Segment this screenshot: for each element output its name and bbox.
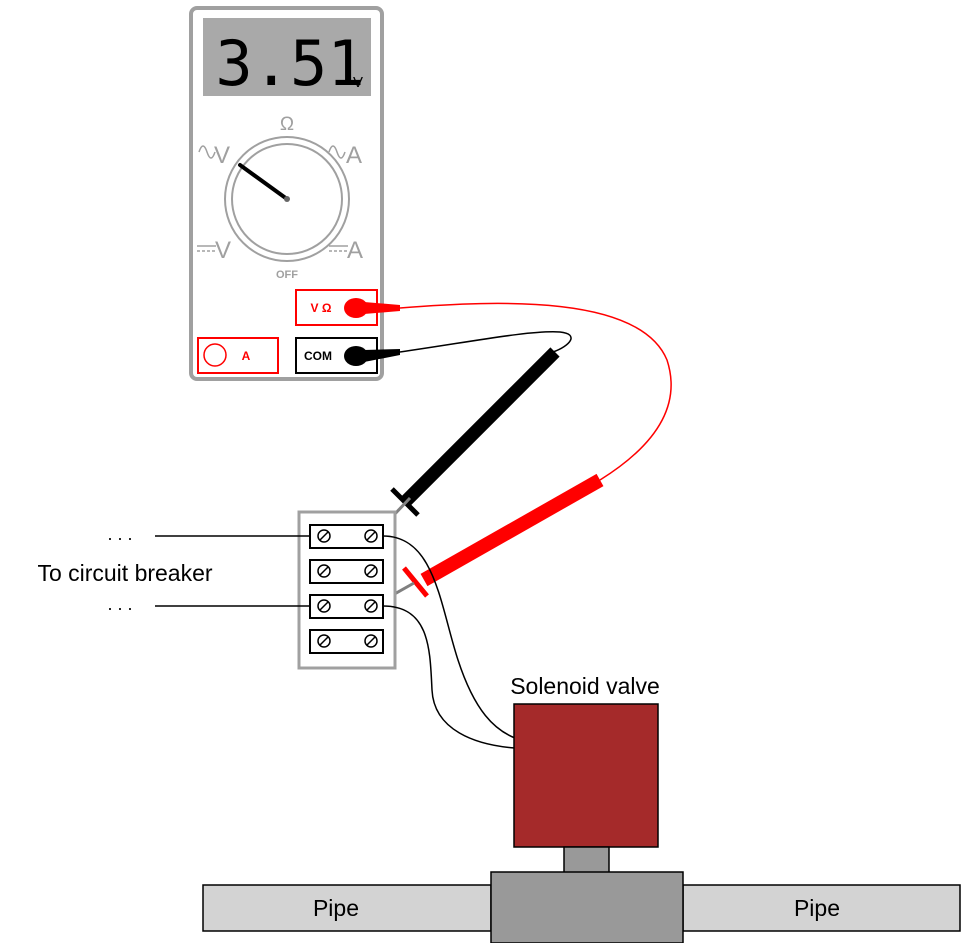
ac-wave-icon — [328, 145, 346, 159]
wire-solenoid-2 — [382, 605, 516, 749]
terminal-row-4 — [309, 629, 384, 654]
black-banana-plug — [344, 346, 368, 366]
dial-ohm-label: Ω — [280, 114, 294, 135]
com-jack-label: COM — [304, 349, 332, 363]
dots-top: . . . — [107, 524, 132, 544]
red-banana-plug — [344, 298, 368, 318]
amps-jack-socket — [203, 343, 227, 367]
dots-bottom: . . . — [107, 594, 132, 614]
circuit-breaker-label: To circuit breaker — [37, 560, 212, 586]
terminal-row-3 — [309, 594, 384, 619]
dial-off-label: OFF — [276, 269, 298, 281]
terminal-row-2 — [309, 559, 384, 584]
multimeter: 3.51 V Ω V A V A OFF V Ω COM A — [189, 6, 384, 381]
valve-body — [490, 871, 684, 943]
display-unit: V — [353, 74, 363, 91]
pipe-left-label: Pipe — [313, 895, 359, 921]
dial-ac-amps: A — [346, 142, 362, 169]
red-probe-guard — [402, 566, 429, 598]
volt-ohm-jack-label: V Ω — [311, 301, 332, 315]
terminal-block — [297, 510, 397, 670]
selector-dial[interactable] — [224, 136, 350, 262]
ac-wave-icon — [198, 145, 216, 159]
dial-pointer — [238, 163, 289, 201]
black-probe-handle — [400, 347, 560, 507]
display-value: 3.51 — [215, 27, 364, 100]
terminal-row-1 — [309, 524, 384, 549]
pipe-right-label: Pipe — [794, 895, 840, 921]
solenoid-coil — [513, 703, 659, 848]
meter-display — [203, 18, 371, 96]
dial-dc-amps: A — [347, 237, 363, 264]
pipe-left — [202, 884, 492, 932]
amps-jack-label: A — [242, 349, 251, 363]
valve-stem — [563, 846, 610, 874]
dial-ac-volts: V — [214, 142, 230, 169]
dial-dc-volts: V — [215, 237, 231, 264]
red-probe-handle — [420, 473, 604, 587]
pipe-right — [682, 884, 961, 932]
solenoid-valve-label: Solenoid valve — [510, 673, 660, 699]
wire-solenoid-1 — [382, 535, 516, 739]
